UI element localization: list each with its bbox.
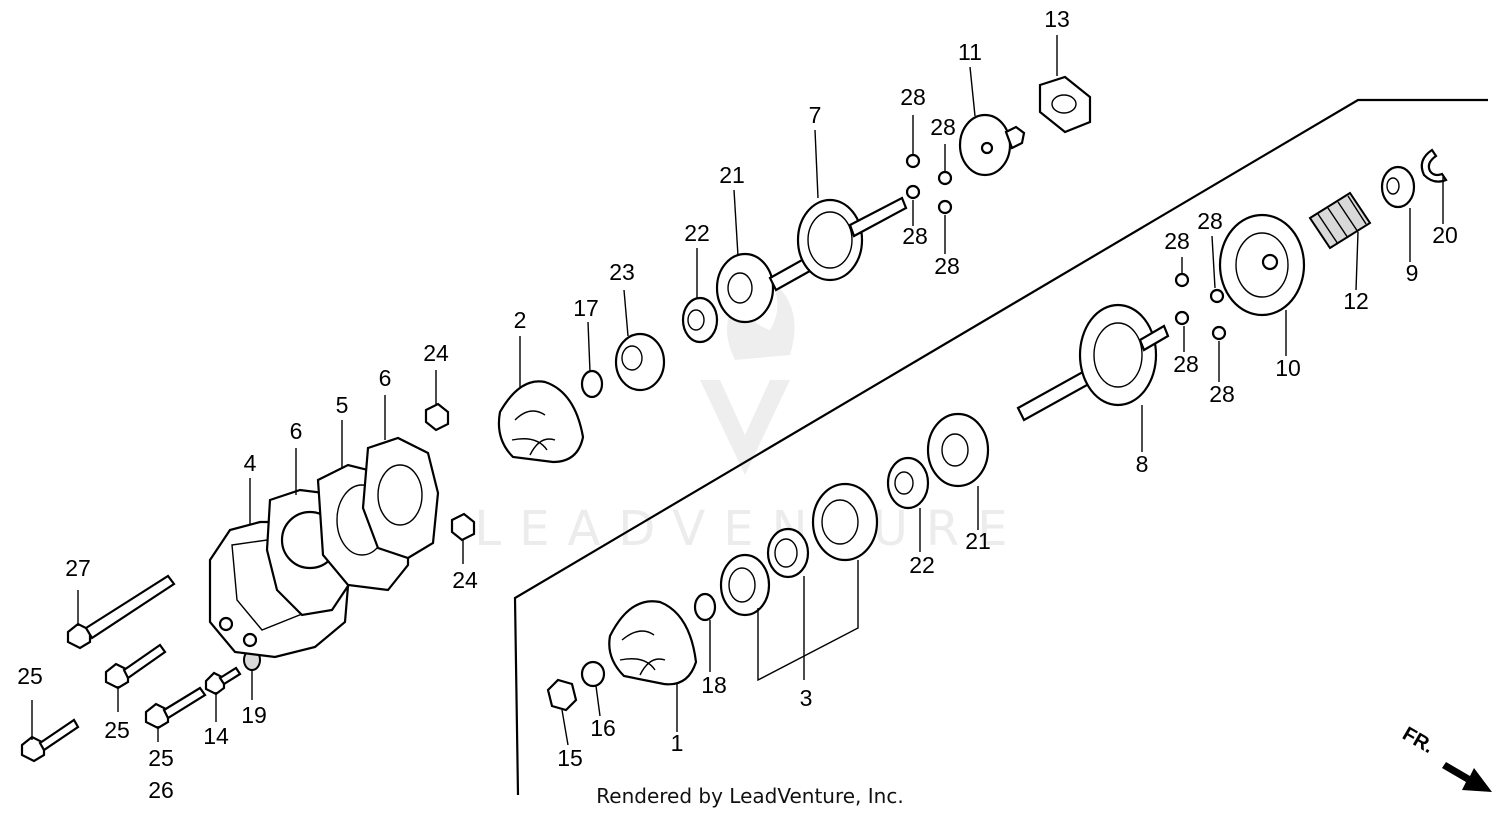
- callout-25a: 25: [17, 663, 43, 689]
- callout-28b: 28: [930, 114, 956, 140]
- bearing-22-a: [681, 296, 719, 344]
- bolt-25-b: [144, 686, 207, 730]
- callout-15: 15: [557, 745, 583, 771]
- callout-22b: 22: [909, 552, 935, 578]
- ball-bearing-21-b: [926, 412, 990, 488]
- spring-12: [1308, 191, 1372, 250]
- impeller-2: [497, 380, 585, 464]
- callout-28g: 28: [1173, 351, 1199, 377]
- shaft-gear-7: [768, 196, 908, 292]
- callout-13: 13: [1044, 6, 1070, 32]
- front-direction-label: FR.: [1399, 723, 1438, 758]
- ball-28-h: [1211, 325, 1227, 341]
- callout-6b: 6: [379, 365, 392, 391]
- ball-28-a: [905, 153, 921, 169]
- bearing-22-b: [886, 456, 930, 510]
- dowel-pin-24-a: [424, 402, 450, 432]
- callout-25c: 25: [148, 745, 174, 771]
- callout-22a: 22: [684, 220, 710, 246]
- callout-28d: 28: [934, 253, 960, 279]
- washer-16: [580, 660, 606, 688]
- ball-28-c: [905, 184, 921, 200]
- ball-bearing-21-a: [715, 252, 775, 324]
- callout-7: 7: [809, 102, 822, 128]
- section-frame-line: [513, 98, 1488, 796]
- cap-13: [1038, 75, 1092, 134]
- plate-11: [958, 113, 1026, 177]
- collar-9: [1380, 165, 1416, 209]
- callout-20: 20: [1432, 222, 1458, 248]
- callout-28e: 28: [1164, 228, 1190, 254]
- washer-17: [580, 369, 604, 399]
- callout-1: 1: [671, 730, 684, 756]
- bolt-25-c: [20, 718, 80, 763]
- front-arrow-icon: [1442, 762, 1492, 792]
- callout-24b: 24: [452, 567, 478, 593]
- mechanical-seal-3: [719, 482, 879, 617]
- callout-25b: 25: [104, 717, 130, 743]
- clip-20: [1420, 148, 1448, 183]
- callout-17: 17: [573, 295, 599, 321]
- callout-3: 3: [800, 685, 813, 711]
- callout-2: 2: [514, 307, 527, 333]
- callout-16: 16: [590, 715, 616, 741]
- nut-15: [546, 678, 578, 712]
- dowel-pin-24-b: [450, 512, 476, 542]
- ball-28-g: [1174, 310, 1190, 326]
- gasket-6-b: [361, 436, 440, 560]
- ball-28-f: [1209, 288, 1225, 304]
- callout-12: 12: [1343, 288, 1369, 314]
- callout-5: 5: [336, 392, 349, 418]
- seal-23: [614, 332, 666, 392]
- callout-11: 11: [958, 39, 982, 65]
- callout-14: 14: [203, 723, 229, 749]
- callout-21b: 21: [965, 528, 991, 554]
- callout-28a: 28: [900, 84, 926, 110]
- watermark-text: LEADVENTURE: [474, 501, 1025, 557]
- ball-28-b: [937, 170, 953, 186]
- front-direction-indicator: FR.: [1399, 723, 1492, 792]
- callout-10: 10: [1275, 355, 1301, 381]
- ball-28-e: [1174, 272, 1190, 288]
- callout-24a: 24: [423, 340, 449, 366]
- callout-23: 23: [609, 259, 635, 285]
- callout-4: 4: [244, 450, 257, 476]
- washer-18: [693, 592, 717, 622]
- callout-26: 26: [148, 777, 174, 803]
- bolt-14: [204, 666, 242, 696]
- callout-28h: 28: [1209, 381, 1235, 407]
- callout-28c: 28: [902, 223, 928, 249]
- watermark: LEADVENTURE: [474, 280, 1025, 557]
- bolt-25-a: [104, 643, 167, 690]
- shaft-gear-8: [1016, 303, 1170, 422]
- callout-28f: 28: [1197, 208, 1223, 234]
- callout-9: 9: [1406, 260, 1419, 286]
- disc-10: [1218, 213, 1306, 317]
- render-credit: Rendered by LeadVenture, Inc.: [596, 784, 904, 808]
- callout-18: 18: [701, 672, 727, 698]
- callout-21a: 21: [719, 162, 745, 188]
- callout-labels: 1 2 3 4 5 6 6 7 8 9 10 11 12 13 14 15 16…: [17, 6, 1458, 803]
- callout-19: 19: [241, 702, 267, 728]
- bolt-27: [66, 574, 176, 650]
- callout-27: 27: [65, 555, 91, 581]
- callout-6a: 6: [290, 418, 303, 444]
- leader-lines: [31, 35, 1444, 746]
- callout-8: 8: [1136, 451, 1149, 477]
- impeller-1: [608, 600, 698, 686]
- ball-28-d: [937, 199, 953, 215]
